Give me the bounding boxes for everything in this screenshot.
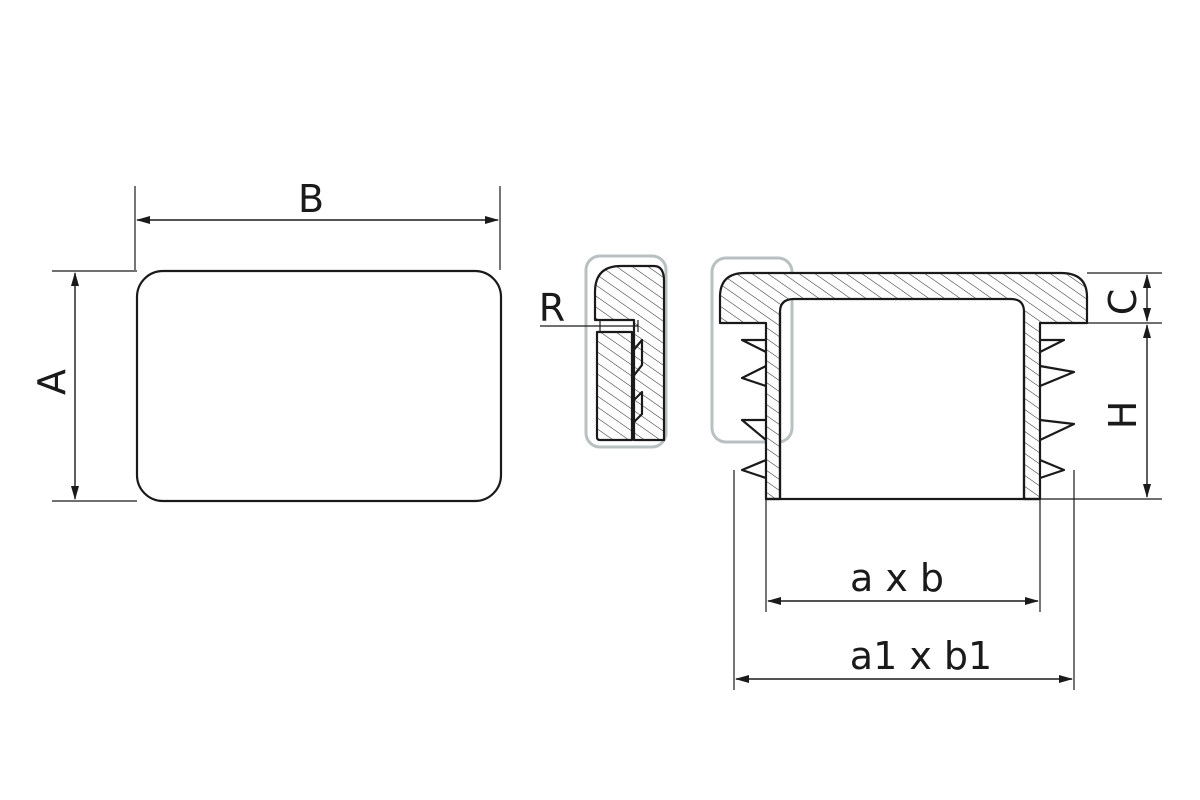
label-a1xb1: a1 x b1 [850, 634, 992, 678]
front-view-outline [135, 269, 503, 503]
label-r: R [539, 286, 565, 330]
label-a: A [30, 369, 74, 395]
cap-flange [718, 271, 1089, 501]
section-highlight-frame [710, 256, 794, 444]
detail-view: R [539, 254, 668, 449]
detail-highlight-frame [584, 254, 668, 449]
label-b: B [298, 177, 324, 221]
left-fins [740, 338, 767, 480]
label-h: H [1101, 401, 1145, 430]
section-view: C H a x b a1 x b1 [710, 256, 1162, 690]
label-c: C [1101, 289, 1145, 316]
front-view: B A [30, 177, 503, 503]
right-fins [1039, 338, 1076, 480]
label-axb: a x b [850, 556, 944, 600]
